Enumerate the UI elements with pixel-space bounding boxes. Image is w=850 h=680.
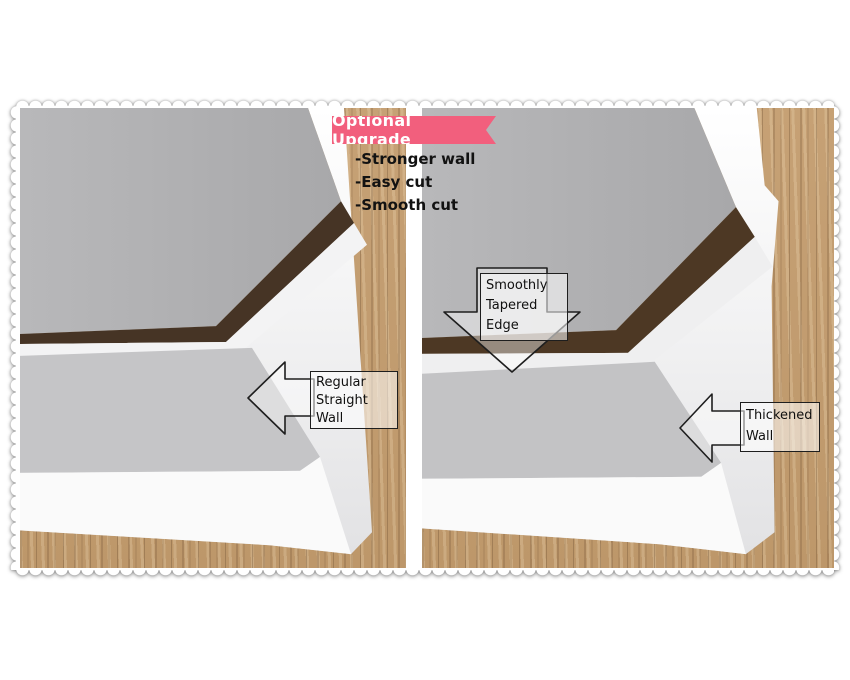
banner-label: Optional Upgrade <box>332 111 412 149</box>
smoothly-tapered-edge-label: Smoothly Tapered Edge <box>480 273 568 341</box>
optional-upgrade-banner: Optional Upgrade <box>332 116 496 144</box>
box-corner-render-left <box>20 108 372 555</box>
box-corner-render-right <box>422 108 779 555</box>
left-arrow-icon <box>679 393 745 463</box>
feature-item: -Smooth cut <box>355 196 459 214</box>
regular-straight-wall-label: Regular Straight Wall <box>310 371 398 429</box>
feature-item: -Stronger wall <box>355 150 476 168</box>
thickened-wall-label: Thickened Wall <box>740 402 820 452</box>
feature-item: -Easy cut <box>355 173 433 191</box>
photo-content: Optional Upgrade -Stronger wall -Easy cu… <box>16 106 834 570</box>
left-arrow-icon <box>247 361 315 435</box>
render-regular-wall-panel <box>20 108 406 568</box>
feature-list: -Stronger wall -Easy cut -Smooth cut <box>355 148 475 217</box>
photo-frame: Optional Upgrade -Stronger wall -Easy cu… <box>8 98 842 578</box>
